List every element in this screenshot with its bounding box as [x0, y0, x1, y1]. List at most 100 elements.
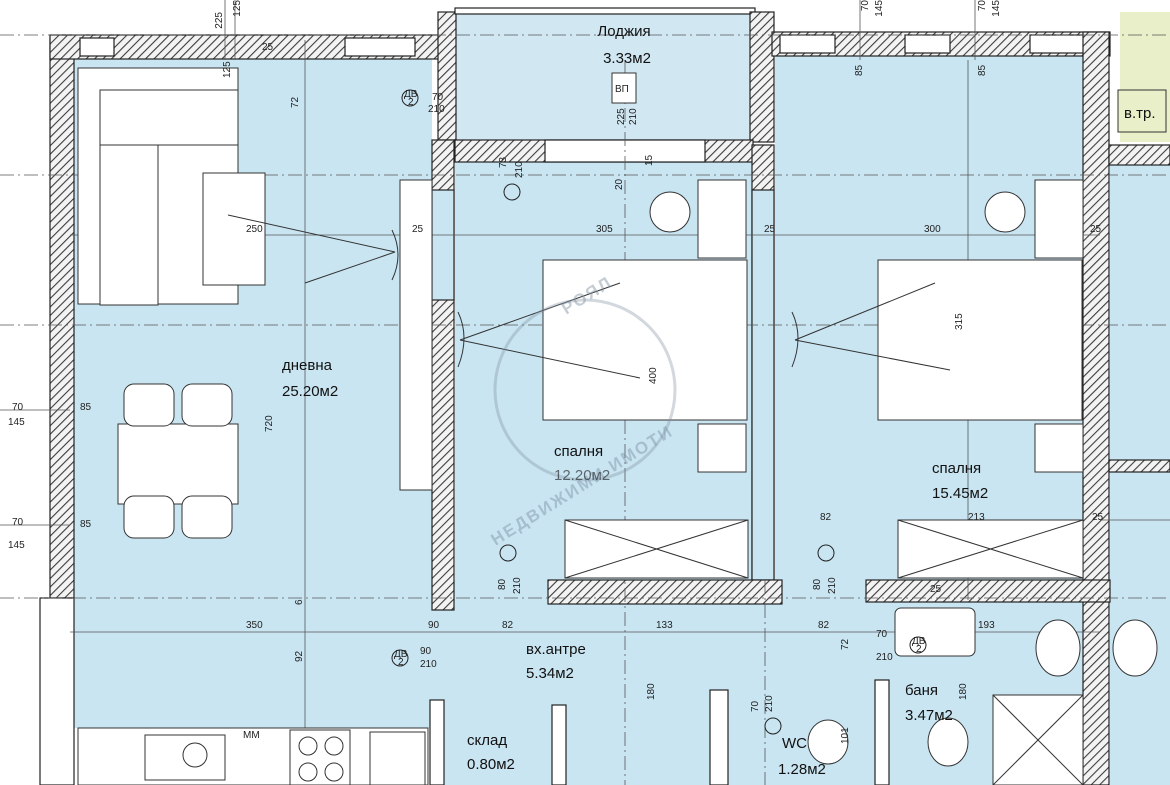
window-top-4	[904, 34, 951, 54]
chair-2	[181, 383, 233, 427]
door-tag-1-n: 2	[408, 97, 414, 108]
dim-85a: 85	[80, 402, 92, 413]
door-tag-1	[401, 89, 419, 107]
vp-box	[611, 72, 637, 104]
dim-82a: 82	[820, 512, 832, 523]
door-tag-6	[909, 636, 927, 654]
loggia-parapet	[454, 7, 756, 15]
door-tag-4	[391, 649, 409, 667]
hall-area: 5.34м2	[526, 665, 574, 682]
outer-wall-left-lower	[39, 597, 75, 785]
dim-210a: 210	[428, 104, 445, 115]
dining-table	[117, 423, 239, 505]
dim-315: 315	[954, 313, 965, 330]
dim-72b: 72	[840, 638, 851, 650]
partition-living-bedroom1-door	[431, 189, 455, 301]
partition-bedroom2-bath	[865, 579, 1111, 603]
chair-3	[123, 495, 175, 539]
door-tag-2	[499, 544, 517, 562]
door-tag-4-dv: ДВ	[394, 649, 408, 660]
storage-name: склад	[467, 732, 507, 749]
dim-80b: 80	[812, 578, 823, 590]
tv-unit	[399, 179, 433, 491]
sink-neighbor	[1112, 619, 1158, 677]
dim-25a: 25	[262, 42, 274, 53]
dim-225b: 225	[616, 108, 627, 125]
partition-bedroom1-bedroom2-gap	[751, 189, 775, 581]
dim-350: 350	[246, 620, 263, 631]
dim-72a: 72	[290, 96, 301, 108]
door-tags	[391, 89, 927, 735]
living-area: 25.20м2	[282, 383, 338, 400]
dim-left-70b: 70	[12, 517, 24, 528]
sink-bath	[1035, 619, 1081, 677]
plant-2	[984, 191, 1026, 233]
window-top-1	[79, 37, 115, 57]
sofa-inner	[99, 89, 239, 146]
dim-left-145a: 145	[8, 417, 25, 428]
dim-210b: 210	[628, 108, 639, 125]
door-tag-4-n: 2	[398, 657, 404, 668]
dim-80a: 80	[497, 578, 508, 590]
dim-125: 125	[222, 61, 233, 78]
room-labels: Лоджия 3.33м2 дневна 25.20м2 спалня 12.2…	[243, 23, 1156, 778]
outer-wall-left	[49, 37, 75, 599]
dim-85d: 85	[977, 64, 988, 76]
door-tag-6-dv: ДВ	[912, 636, 926, 647]
dim-82b: 82	[502, 620, 514, 631]
dim-82c: 82	[818, 620, 830, 631]
partition-bedroom1-hall	[547, 579, 783, 605]
vtr-label: в.тр.	[1124, 105, 1156, 122]
dim-300: 300	[924, 224, 941, 235]
door-tag-1-dv: ДВ	[404, 89, 418, 100]
chair-4	[181, 495, 233, 539]
dim-180a: 180	[646, 683, 657, 700]
dim-213: 213	[968, 512, 985, 523]
bed-1	[542, 259, 748, 421]
plant-1	[649, 191, 691, 233]
bed-2	[877, 259, 1083, 421]
wc-wall-right	[874, 679, 890, 785]
dim-left-145b: 145	[8, 540, 25, 551]
coffee-table	[202, 172, 266, 286]
loggia-wall-right	[749, 11, 775, 143]
window-top-3	[779, 34, 836, 54]
dim-top-125: 125	[232, 0, 243, 17]
bedroom1-name: спалня	[554, 443, 603, 460]
wash-machine	[894, 607, 976, 657]
window-top-2	[344, 37, 416, 57]
door-swings	[227, 214, 951, 379]
dim-210f: 210	[420, 659, 437, 670]
loggia-name: Лоджия	[597, 23, 650, 40]
dim-25c: 25	[764, 224, 776, 235]
vp-label: ВП	[615, 84, 629, 95]
dim-25e: 25	[1092, 512, 1104, 523]
dim-top-145b: 145	[991, 0, 1002, 17]
vtr-box	[1117, 89, 1167, 133]
dim-133: 133	[656, 620, 673, 631]
dim-101: 101	[840, 727, 851, 744]
door-tag-6-n: 2	[916, 644, 922, 655]
door-tag-3	[817, 544, 835, 562]
dim-193: 193	[978, 620, 995, 631]
window-top-5	[1029, 34, 1086, 54]
storage-area: 0.80м2	[467, 756, 515, 773]
toilet-bath	[927, 717, 969, 767]
storage-wall-right	[551, 704, 567, 785]
dim-top-145: 145	[874, 0, 885, 17]
door-tag-7	[503, 183, 521, 201]
watermark-circle	[493, 298, 677, 482]
fridge	[369, 731, 426, 785]
dim-25f: 25	[930, 584, 942, 595]
bedroom1-area: 12.20м2	[554, 467, 610, 484]
storage-wall-left	[429, 699, 445, 785]
wc-wall-left	[709, 689, 729, 785]
dim-15: 15	[644, 154, 655, 166]
dim-250: 250	[246, 224, 263, 235]
dim-top-70b: 70	[977, 0, 988, 11]
partition-bedroom2-neighbor	[1082, 31, 1110, 785]
bath-name: баня	[905, 682, 938, 699]
dim-73: 73	[498, 156, 509, 168]
nightstand-2a	[1034, 179, 1084, 259]
loggia-area: 3.33м2	[603, 50, 651, 67]
